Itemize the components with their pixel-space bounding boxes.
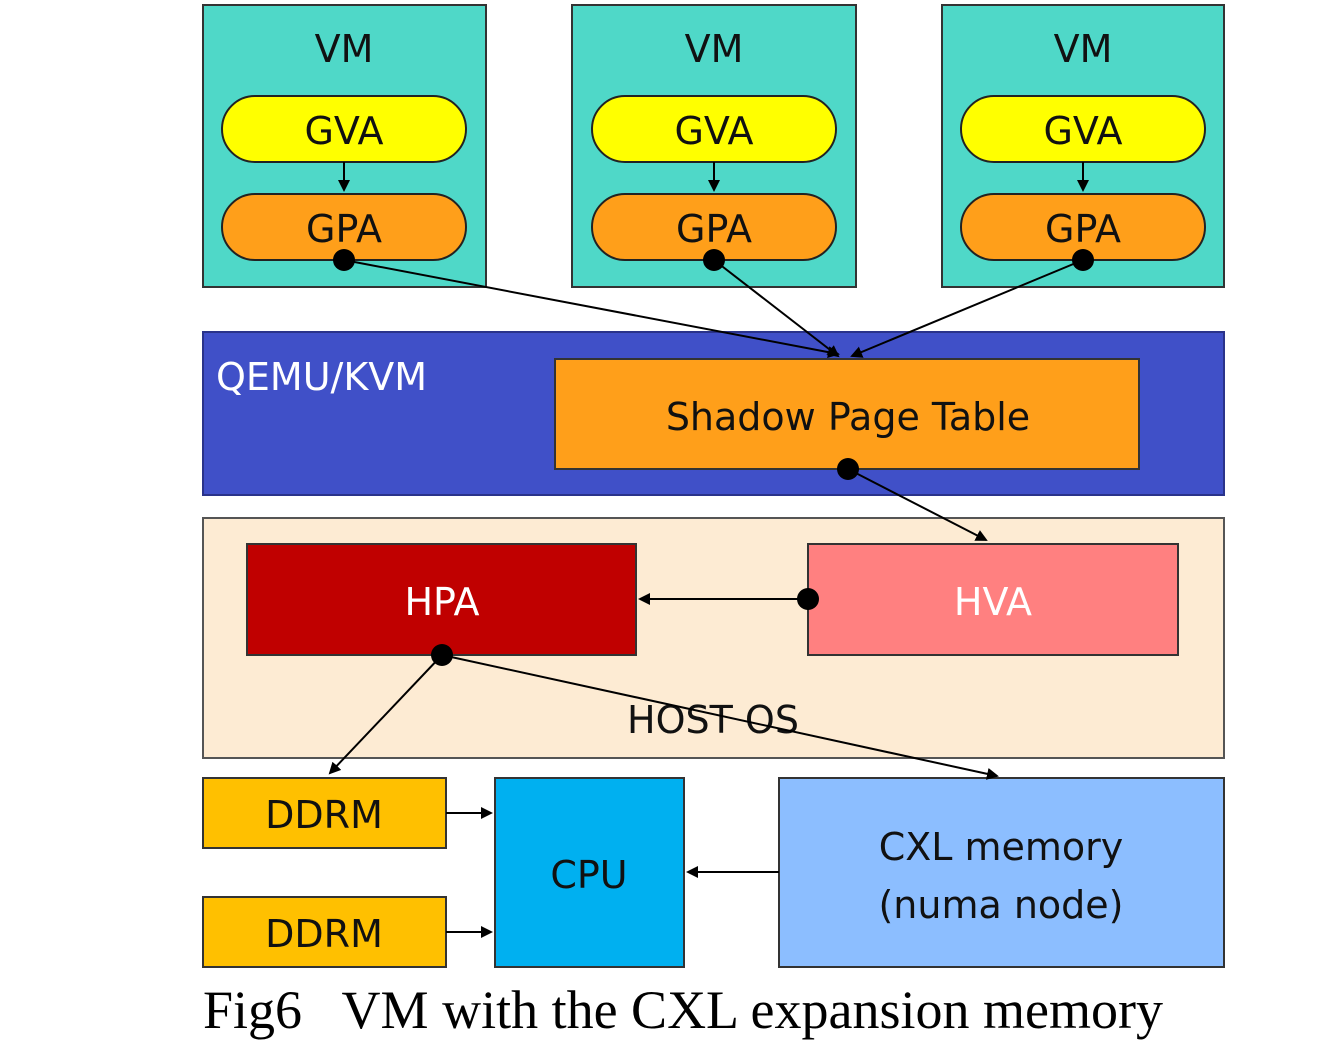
host-os-label: HOST OS — [627, 698, 799, 742]
hva-label: HVA — [954, 580, 1032, 624]
gpa-label-3: GPA — [1045, 207, 1121, 251]
qemu-kvm-label: QEMU/KVM — [216, 355, 427, 399]
hpa-box — [246, 543, 637, 656]
shadow-page-table-box — [554, 358, 1140, 470]
vm-box-2: VM GVA GPA — [571, 4, 857, 288]
cxl-memory-label: CXL memory — [879, 825, 1124, 869]
gva-label-2: GVA — [674, 109, 753, 153]
cpu-label: CPU — [550, 853, 627, 897]
vm-title-3: VM — [1054, 27, 1113, 71]
numa-node-label: (numa node) — [878, 883, 1123, 927]
shadow-page-table-label: Shadow Page Table — [666, 395, 1030, 439]
gpa1-dot — [333, 249, 355, 271]
gpa2-dot — [703, 249, 725, 271]
shadow-table-dot — [837, 458, 859, 480]
gpa3-to-shadow-arrow — [850, 259, 1084, 358]
gpa3-dot — [1072, 249, 1094, 271]
figure-caption: Fig6 VM with the CXL expansion memory — [203, 980, 1163, 1040]
ddrm-box-bottom — [202, 896, 447, 968]
shadow-to-hva-arrow — [847, 468, 988, 541]
gpa-label-1: GPA — [306, 207, 382, 251]
hpa-to-ddrm-arrow — [328, 654, 443, 775]
cxl-memory-box — [778, 777, 1225, 968]
hva-box — [807, 543, 1179, 656]
vm-title-1: VM — [315, 27, 374, 71]
gpa1-to-shadow-arrow — [343, 259, 840, 359]
vm-box-3: VM GVA GPA — [941, 4, 1225, 288]
gva-label-3: GVA — [1043, 109, 1122, 153]
gpa2-to-shadow-arrow — [713, 259, 840, 358]
hpa-dot — [431, 644, 453, 666]
gva-label-1: GVA — [304, 109, 383, 153]
hpa-label: HPA — [404, 580, 479, 624]
ddrm-box-top — [202, 777, 447, 849]
ddrm-label-top: DDRM — [265, 793, 383, 837]
hva-dot — [797, 588, 819, 610]
vm-title-2: VM — [685, 27, 744, 71]
vm-box-1: VM GVA GPA — [202, 4, 487, 288]
gpa-label-2: GPA — [676, 207, 752, 251]
cpu-box — [494, 777, 685, 968]
ddrm-label-bottom: DDRM — [265, 912, 383, 956]
hpa-to-cxl-arrow — [441, 654, 999, 780]
